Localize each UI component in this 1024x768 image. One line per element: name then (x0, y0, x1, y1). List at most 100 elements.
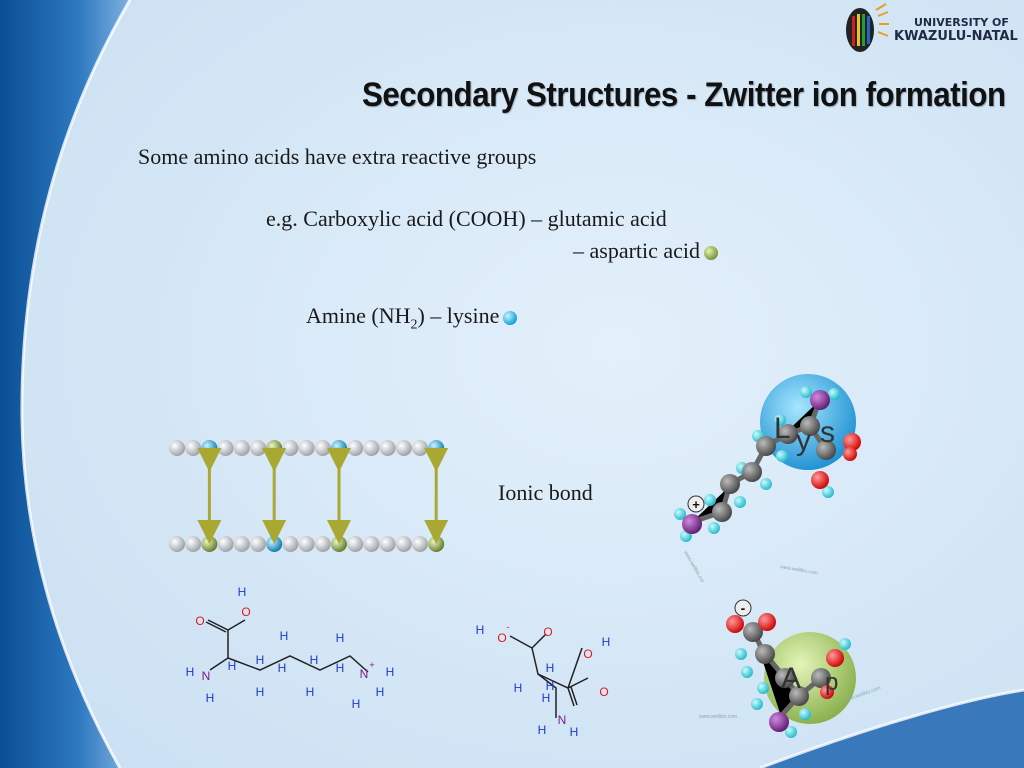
svg-text:H: H (538, 723, 547, 737)
svg-text:-: - (507, 622, 510, 632)
svg-text:H: H (386, 665, 395, 679)
chain-bead (314, 440, 331, 456)
chain-bead (282, 536, 299, 552)
example-glutamic: e.g. Carboxylic acid (COOH) – glutamic a… (266, 206, 667, 231)
chain-bead (412, 440, 428, 456)
svg-text:H: H (280, 629, 289, 643)
svg-text:H: H (352, 697, 361, 711)
chain-bead (379, 536, 396, 552)
negative-charge-icon (704, 245, 719, 260)
chain-bead (347, 440, 364, 456)
svg-text:O: O (543, 625, 552, 639)
ionic-bond-label: Ionic bond (498, 480, 593, 505)
lys-watermark-2: www.wellbio.com (780, 564, 819, 577)
amine-label-post: ) – lysine (417, 303, 500, 328)
lysine-3d-model: + L y s www.wellbio.com www.wellbio.com (674, 374, 861, 582)
chain-bead (379, 440, 396, 456)
svg-text:H: H (546, 661, 555, 675)
chain-bead (233, 536, 250, 552)
svg-text:O: O (497, 631, 506, 645)
svg-text:O: O (599, 685, 608, 699)
svg-text:+: + (369, 660, 374, 670)
asp-letter-2: p (825, 669, 838, 696)
aspartate-3d-model: - A p www.wellbio.com www.wellbio.com (699, 599, 881, 738)
svg-text:H: H (602, 635, 611, 649)
svg-text:N: N (202, 669, 211, 683)
svg-text:O: O (583, 647, 592, 661)
negative-bead (428, 536, 445, 552)
negative-bead (201, 536, 218, 552)
svg-text:H: H (514, 681, 523, 695)
svg-text:H: H (546, 679, 555, 693)
lysine-structure: O O H N H H H H H H H H H H H N + H H H (186, 585, 395, 711)
svg-text:H: H (476, 623, 485, 637)
chain-bead (395, 440, 412, 456)
asp-watermark-1: www.wellbio.com (699, 714, 737, 720)
chain-bead (169, 440, 185, 456)
lys-watermark-1: www.wellbio.com (682, 550, 706, 582)
svg-text:H: H (570, 725, 579, 739)
chain-bead (412, 536, 428, 552)
svg-text:N: N (558, 713, 567, 727)
lys-letter-3: s (820, 416, 835, 449)
chain-bead (250, 536, 266, 552)
chain-bead (250, 440, 266, 456)
positive-charge-icon (503, 310, 518, 325)
svg-text:H: H (228, 659, 237, 673)
chain-bead (314, 536, 331, 552)
chain-bead (298, 440, 315, 456)
asp-letter-1: A (781, 662, 801, 695)
chain-bead (363, 440, 380, 456)
svg-text:+: + (692, 497, 700, 512)
university-logo: UNIVERSITY OF KWAZULU-NATAL (838, 2, 1024, 54)
svg-text:H: H (256, 653, 265, 667)
aspartate-structure: H O - O O H O H H H H N H H (476, 622, 611, 739)
svg-text:H: H (306, 685, 315, 699)
chain-bead (217, 440, 234, 456)
logo-line1: UNIVERSITY OF (914, 16, 1009, 29)
chain-bead (347, 536, 364, 552)
chain-bead (169, 536, 185, 552)
example-aspartic: – aspartic acid (573, 238, 719, 264)
logo-line2: KWAZULU-NATAL (894, 29, 1018, 44)
negative-bead (331, 536, 347, 552)
chain-bead (185, 536, 202, 552)
svg-text:H: H (256, 685, 265, 699)
svg-text:H: H (542, 691, 551, 705)
positive-bead (331, 440, 347, 456)
aspartic-label: – aspartic acid (573, 238, 701, 263)
lys-letter-2: y (796, 424, 811, 457)
svg-text:H: H (206, 691, 215, 705)
chain-bead (217, 536, 234, 552)
svg-text:H: H (376, 685, 385, 699)
amine-label-sub: 2 (410, 317, 418, 333)
university-crest-icon (846, 3, 889, 52)
svg-text:N: N (360, 667, 369, 681)
chain-bead (282, 440, 299, 456)
negative-bead (266, 440, 283, 456)
svg-text:-: - (741, 600, 746, 616)
chain-bead (185, 440, 202, 456)
example-lysine: Amine (NH2) – lysine (306, 303, 518, 333)
positive-bead (266, 536, 283, 552)
chain-bead (363, 536, 380, 552)
slide-title: Secondary Structures - Zwitter ion forma… (362, 76, 1006, 114)
svg-text:O: O (195, 614, 204, 628)
svg-text:H: H (336, 661, 345, 675)
svg-text:H: H (278, 661, 287, 675)
svg-text:H: H (310, 653, 319, 667)
svg-text:H: H (186, 665, 195, 679)
positive-bead (201, 440, 218, 456)
intro-text: Some amino acids have extra reactive gro… (138, 144, 537, 169)
chain-bead (395, 536, 412, 552)
svg-text:H: H (336, 631, 345, 645)
ionic-bond-chain-diagram (169, 440, 449, 552)
lys-letter-1: L (774, 412, 791, 445)
chain-bead (233, 440, 250, 456)
chain-bead (298, 536, 315, 552)
amine-label-pre: Amine (NH (306, 303, 411, 328)
svg-text:H: H (238, 585, 247, 599)
positive-bead (428, 440, 445, 456)
svg-text:O: O (241, 605, 250, 619)
